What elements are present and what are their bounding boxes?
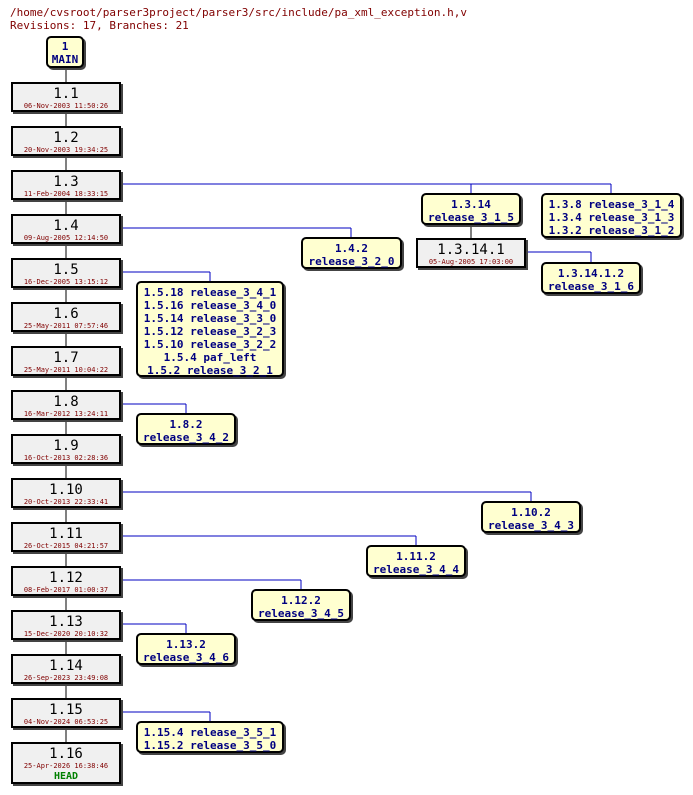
tag-label: release_3_4_5 (257, 607, 345, 620)
main-branch-node[interactable]: 1 MAIN (46, 36, 84, 68)
revision-date: 06-Nov-2003 11:50:26 (23, 102, 109, 110)
tag-label: 1.15.2 release_3_5_0 (143, 739, 277, 752)
tag-label: 1.3.14 (451, 198, 491, 211)
revision-date: 15-Dec-2020 20:10:32 (23, 630, 109, 638)
tag-label: 1.12.2 (281, 594, 321, 607)
revision-number: 1.9 (53, 438, 79, 454)
tag-label: 1.5.16 release_3_4_0 (143, 299, 277, 312)
revision-number: 1.8 (53, 394, 79, 410)
tag-label: 1.5.14 release_3_3_0 (143, 312, 277, 325)
revision-date: 04-Nov-2024 06:53:25 (23, 718, 109, 726)
tag-label: 1.5.10 release_3_2_2 (143, 338, 277, 351)
tag-label: release_3_1_5 (427, 211, 515, 224)
tag-label: 1.5.4 paf_left (163, 351, 257, 364)
revision-date: 20-Oct-2013 22:33:41 (23, 498, 109, 506)
revision-number: 1.1 (53, 86, 79, 102)
revision-date: 09-Aug-2005 12:14:50 (23, 234, 109, 242)
revision-number: 1.3 (53, 174, 79, 190)
tag-label: release_3_1_6 (547, 280, 635, 293)
file-path: /home/cvsroot/parser3project/parser3/src… (10, 6, 467, 19)
revision-date: 20-Nov-2003 19:34:25 (23, 146, 109, 154)
revision-date: 05-Aug-2005 17:03:00 (428, 258, 514, 266)
tag-label: release_3_4_4 (372, 563, 460, 576)
tag-label: 1.15.4 release_3_5_1 (143, 726, 277, 739)
revision-number: 1.10 (49, 482, 83, 498)
tag-label: 1.3.2 release_3_1_2 (548, 224, 675, 237)
revision-date: 16-Dec-2005 13:15:12 (23, 278, 109, 286)
tag-label: 1.3.8 release_3_1_4 (548, 198, 675, 211)
revision-date: 08-Feb-2017 01:00:37 (23, 586, 109, 594)
tag-label: release_3_4_2 (142, 431, 230, 444)
revision-number: 1.3.14.1 (437, 242, 505, 258)
revision-number: 1.4 (53, 218, 79, 234)
tag-label: 1.5.12 release_3_2_3 (143, 325, 277, 338)
tag-label: 1.4.2 (334, 242, 369, 255)
tag-label: release_3_4_3 (487, 519, 575, 532)
revision-date: 11-Feb-2004 18:33:15 (23, 190, 109, 198)
tag-label: 1.3.14.1.2 (557, 267, 625, 280)
revision-number: 1.11 (49, 526, 83, 542)
revision-number: 1.7 (53, 350, 79, 366)
revision-date: 26-Oct-2015 04:21:57 (23, 542, 109, 550)
tag-label: 1.5.18 release_3_4_1 (143, 286, 277, 299)
revision-stats: Revisions: 17, Branches: 21 (10, 19, 189, 32)
tag-label: 1.3.4 release_3_1_3 (548, 211, 675, 224)
revision-date: 25-May-2011 07:57:46 (23, 322, 109, 330)
tag-label: release_3_4_6 (142, 651, 230, 664)
revision-number: 1.16 (49, 746, 83, 762)
revision-number: 1.13 (49, 614, 83, 630)
tag-label: release_3_2_0 (308, 255, 395, 268)
main-num: 1 (61, 40, 69, 53)
revision-date: 25-Apr-2026 16:38:46 (23, 762, 109, 770)
revision-number: 1.5 (53, 262, 79, 278)
tag-label: 1.5.2 release_3_2_1 (147, 364, 273, 377)
revision-number: 1.6 (53, 306, 79, 322)
revision-number: 1.2 (53, 130, 79, 146)
tag-label: 1.8.2 (169, 418, 203, 431)
tag-label: 1.11.2 (396, 550, 436, 563)
tag-label: 1.10.2 (511, 506, 551, 519)
revision-number: 1.15 (49, 702, 83, 718)
tag-label: 1.13.2 (166, 638, 206, 651)
revision-number: 1.12 (49, 570, 83, 586)
revision-date: 26-Sep-2023 23:49:08 (23, 674, 109, 682)
revision-date: 25-May-2011 10:04:22 (23, 366, 109, 374)
head-label: HEAD (53, 771, 79, 782)
revision-date: 16-Mar-2012 13:24:11 (23, 410, 109, 418)
revision-date: 16-Oct-2013 02:28:36 (23, 454, 109, 462)
main-label: MAIN (51, 53, 79, 66)
revision-number: 1.14 (49, 658, 83, 674)
